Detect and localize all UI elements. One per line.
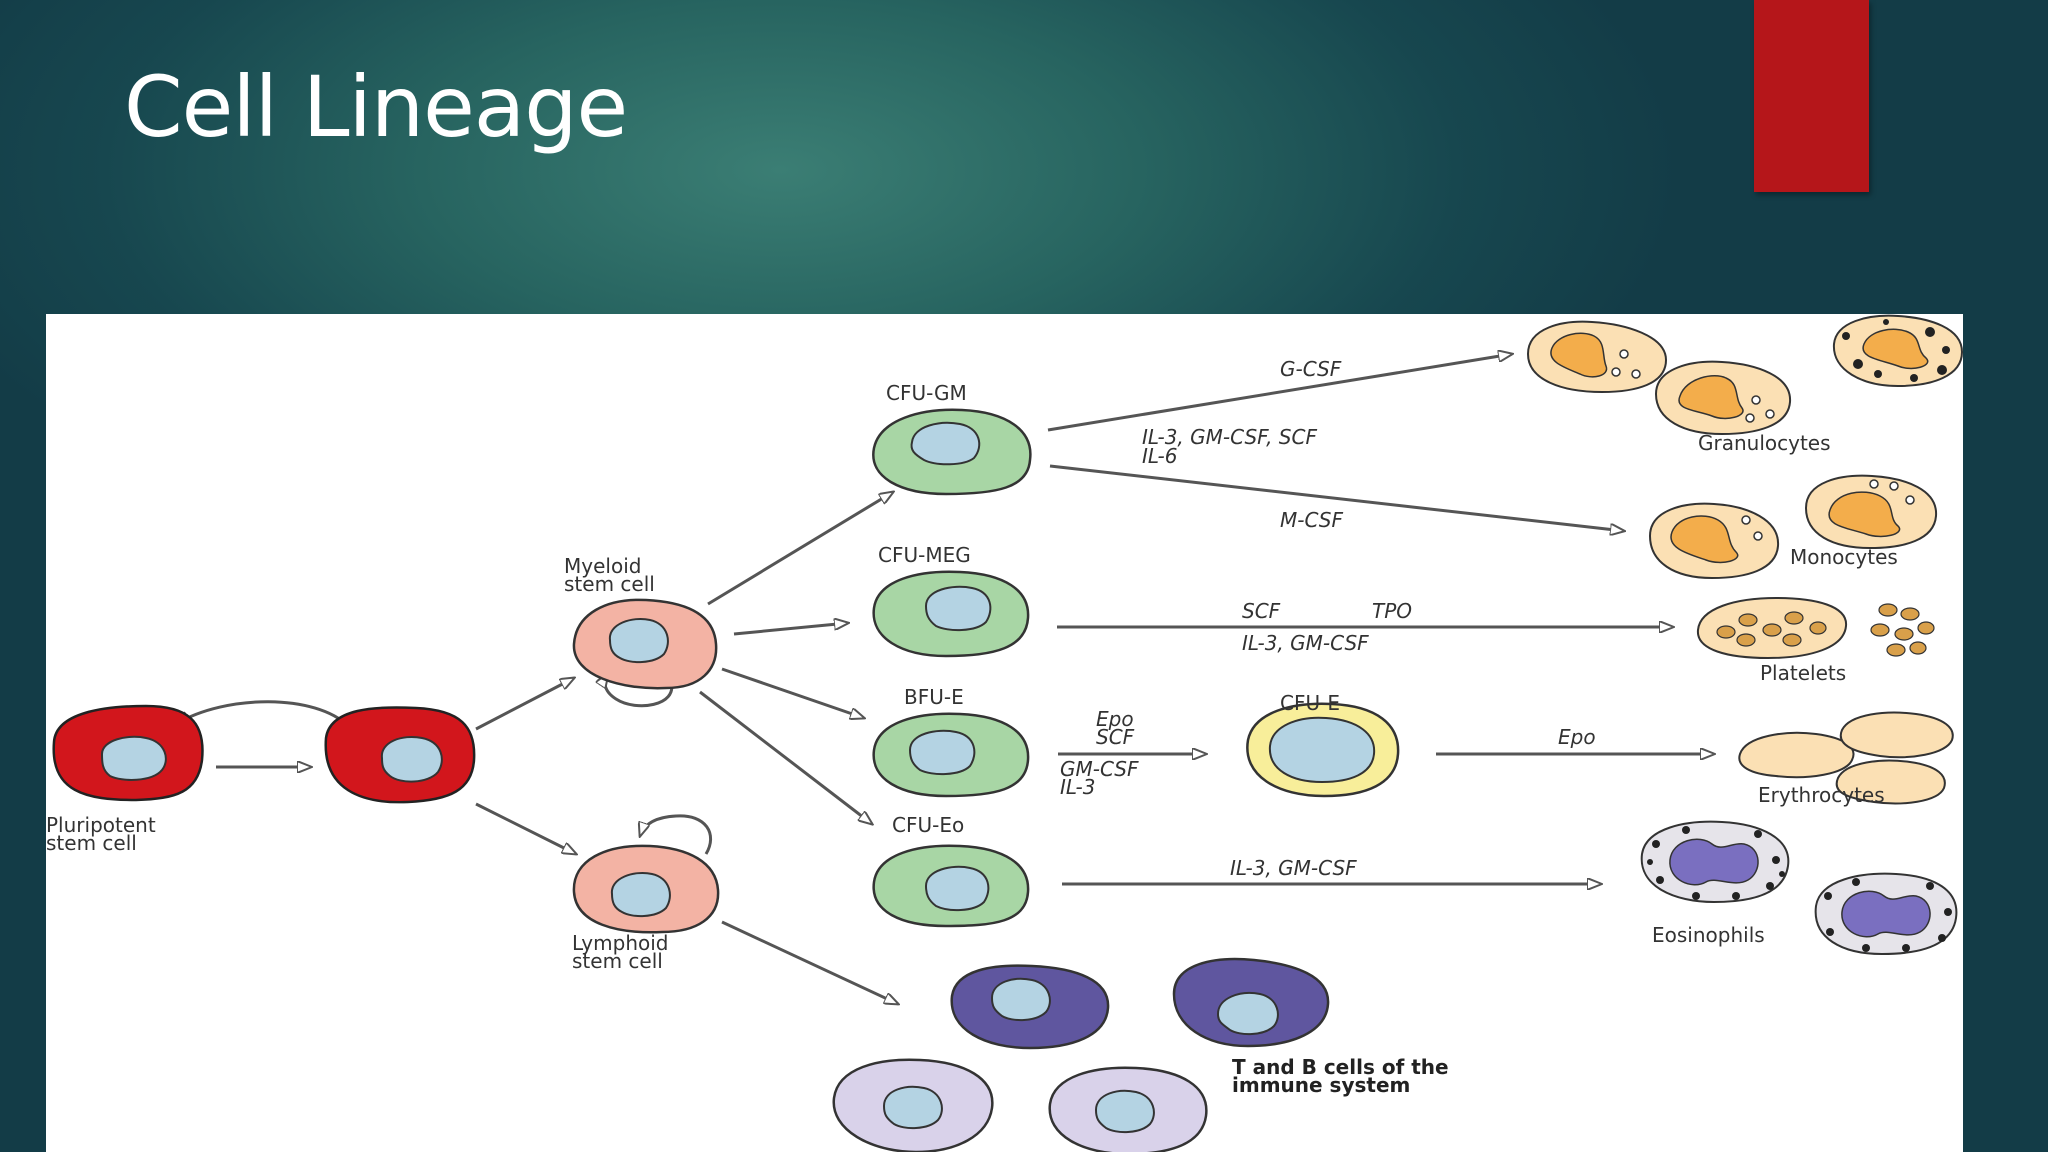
arrow-cfugm-to-monocytes: [1049, 464, 1624, 531]
label-cfu-gm: CFU-GM: [886, 381, 967, 405]
label-bfu-e: BFU-E: [904, 685, 964, 709]
label-cfu-eo: CFU-Eo: [892, 813, 964, 837]
label-cfu-meg: CFU-MEG: [878, 543, 971, 567]
lymphoid-stem-cell: [572, 844, 720, 934]
factor-il3-gmcsf-scf: IL-3, GM-CSF, SCF: [1142, 425, 1317, 449]
label-eosinophils: Eosinophils: [1652, 923, 1765, 947]
arrows: [176, 354, 1714, 1004]
slide-title: Cell Lineage: [124, 58, 628, 156]
label-line: stem cell: [572, 949, 663, 973]
arrow-myeloid-to-cfueo: [699, 690, 872, 824]
factor-il3-gmcsf-eo: IL-3, GM-CSF: [1230, 856, 1357, 880]
arrow-to-myeloid: [475, 678, 574, 731]
label-line: Pluripotent: [46, 813, 156, 837]
factor-il3-gmcsf: IL-3, GM-CSF: [1242, 631, 1369, 655]
label-line: Myeloid: [564, 554, 641, 578]
arrow-lymphoid-to-tb: [721, 920, 898, 1004]
arrow-lymphoid-self-renew: [640, 814, 713, 855]
arrow-self-renew-stem: [176, 700, 350, 728]
factor-labels: G-CSF IL-3, GM-CSF, SCF IL-6 M-CSF SCF T…: [1060, 357, 1596, 880]
pluripotent-stem-cell: [52, 704, 204, 802]
label-line: stem cell: [564, 572, 655, 596]
cfu-meg-cell: [872, 570, 1030, 658]
factor-gm-csf: GM-CSF: [1060, 757, 1139, 781]
factor-tpo: TPO: [1372, 599, 1412, 623]
factor-il6: IL-6: [1142, 444, 1177, 468]
label-platelets: Platelets: [1760, 661, 1846, 685]
arrow-myeloid-to-bfue: [721, 667, 864, 718]
label-line: Lymphoid: [572, 931, 668, 955]
arrow-myeloid-to-cfugm: [707, 492, 893, 606]
factor-scf-bfue: SCF: [1096, 725, 1135, 749]
arrow-myeloid-self-renew: [605, 674, 674, 708]
platelet-cells: [1696, 596, 1935, 660]
label-cfu-e: CFU-E: [1280, 691, 1340, 715]
arrow-to-lymphoid: [475, 802, 576, 854]
bfu-e-cell: [872, 712, 1030, 798]
factor-epo-cfue: Epo: [1558, 725, 1596, 749]
cfu-gm-cell: [872, 408, 1032, 496]
committed-stem-cell: [324, 706, 476, 804]
granulocyte-cells: [1526, 314, 1963, 436]
monocyte-cells: [1648, 474, 1938, 580]
cfu-e-cell: [1246, 702, 1400, 798]
label-erythrocytes: Erythrocytes: [1758, 783, 1885, 807]
accent-bar: [1754, 0, 1869, 192]
mature-labels: Granulocytes Monocytes Platelets Erythro…: [1232, 431, 1898, 1097]
erythrocyte-cells: [1738, 711, 1954, 805]
arrow-myeloid-to-cfumeg: [733, 623, 848, 636]
factor-scf: SCF: [1242, 599, 1281, 623]
label-monocytes: Monocytes: [1790, 545, 1898, 569]
factor-il3: IL-3: [1060, 775, 1095, 799]
lymphocyte-cells: [832, 957, 1330, 1152]
myeloid-stem-cell: [572, 598, 718, 690]
eosinophil-cells: [1640, 820, 1958, 956]
cfu-eo-cell: [872, 844, 1030, 928]
factor-g-csf: G-CSF: [1280, 357, 1342, 381]
label-line: T and B cells of the: [1232, 1055, 1449, 1079]
label-line: stem cell: [46, 831, 137, 855]
factor-m-csf: M-CSF: [1280, 508, 1344, 532]
label-line: immune system: [1232, 1073, 1410, 1097]
label-granulocytes: Granulocytes: [1698, 431, 1831, 455]
arrow-cfugm-to-granulocytes: [1047, 354, 1512, 432]
factor-epo: Epo: [1096, 707, 1134, 731]
